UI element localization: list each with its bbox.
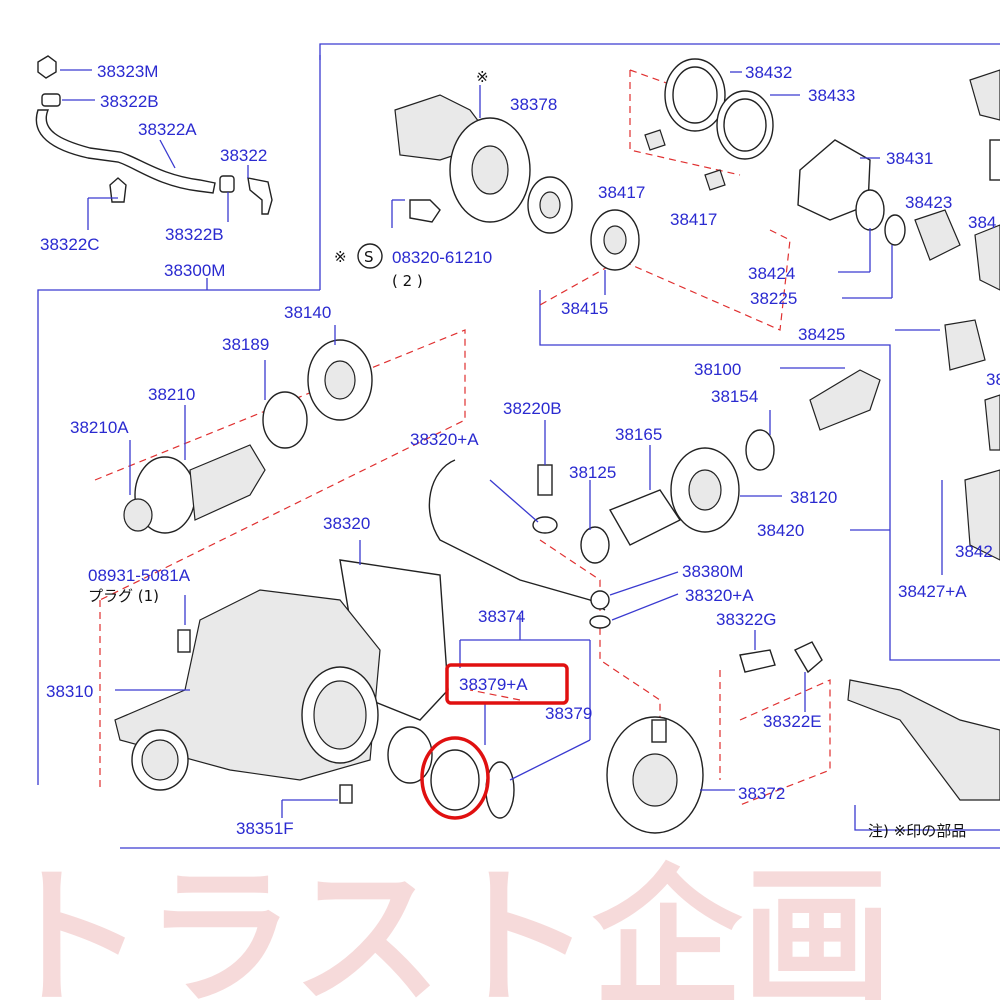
label-3842-edge: 3842 [955, 542, 993, 561]
label-38417-left: 38417 [598, 183, 645, 202]
label-38379A: 38379+A [459, 675, 528, 694]
label-38372: 38372 [738, 784, 785, 803]
plug-label: プラグ (1) [88, 587, 159, 605]
label-38432: 38432 [745, 63, 792, 82]
label-08931-5081A: 08931-5081A [88, 566, 191, 585]
label-38100: 38100 [694, 360, 741, 379]
label-38374: 38374 [478, 607, 525, 626]
side-flange-right [606, 630, 1000, 834]
label-38417-right: 38417 [670, 210, 717, 229]
bolt-circle-letter: S [364, 248, 374, 266]
label-38380M: 38380M [682, 562, 743, 581]
assembly-dash-lines [94, 69, 831, 806]
label-38423: 38423 [905, 193, 952, 212]
watermark: トラスト企画 [0, 852, 892, 1000]
label-38154: 38154 [711, 387, 758, 406]
label-38220B: 38220B [503, 399, 562, 418]
label-38322G: 38322G [716, 610, 777, 629]
label-38189: 38189 [222, 335, 269, 354]
label-38351F: 38351F [236, 819, 294, 838]
label-38322: 38322 [220, 146, 267, 165]
label-38210A: 38210A [70, 418, 129, 437]
label-08320-61210: 08320-61210 [392, 248, 492, 267]
label-38322C: 38322C [40, 235, 100, 254]
asterisk-mark-bolt: ※ [334, 248, 347, 266]
label-38120: 38120 [790, 488, 837, 507]
label-384-edge: 384 [968, 213, 996, 232]
label-38322A: 38322A [138, 120, 197, 139]
bolt-circle-icon [357, 243, 383, 269]
part-labels: 38323M 38322B 38322A 38322 38322C 38322B… [40, 62, 1000, 840]
label-38300M: 38300M [164, 261, 225, 280]
label-38322E: 38322E [763, 712, 822, 731]
label-38427A: 38427+A [898, 582, 967, 601]
highlight-group [420, 663, 569, 820]
oil-seal-parts [430, 615, 591, 819]
label-38420: 38420 [757, 521, 804, 540]
bolt-quantity: ( 2 ) [392, 272, 423, 290]
highlight-label-box [445, 663, 569, 705]
watermark-text: トラスト企画 [0, 852, 892, 1000]
label-38165: 38165 [615, 425, 662, 444]
label-38140: 38140 [284, 303, 331, 322]
label-38322B-lower: 38322B [165, 225, 224, 244]
label-38424: 38424 [748, 264, 795, 283]
label-38-edge: 38 [986, 370, 1000, 389]
label-38210: 38210 [148, 385, 195, 404]
group-frame-lines [37, 43, 1000, 849]
highlight-part-circle [420, 736, 490, 820]
label-38323M: 38323M [97, 62, 158, 81]
label-38320A-mid: 38320+A [685, 586, 754, 605]
label-38425: 38425 [798, 325, 845, 344]
footnote: 注) ※印の部品 [868, 822, 966, 840]
diff-housing [114, 540, 449, 818]
label-38320A-top: 38320+A [410, 430, 479, 449]
asterisk-mark-top: ※ [476, 68, 489, 86]
label-38225: 38225 [750, 289, 797, 308]
label-38431: 38431 [886, 149, 933, 168]
breather-hose-parts [35, 55, 273, 230]
side-flange-parts [391, 85, 640, 295]
label-38379: 38379 [545, 704, 592, 723]
pinion-parts [123, 325, 890, 629]
label-38320: 38320 [323, 514, 370, 533]
label-38125: 38125 [569, 463, 616, 482]
clutch-ring-parts [644, 58, 961, 331]
label-38310: 38310 [46, 682, 93, 701]
right-edge-gears [941, 69, 1000, 575]
label-38322B: 38322B [100, 92, 159, 111]
label-38415: 38415 [561, 299, 608, 318]
label-38378: 38378 [510, 95, 557, 114]
label-38433: 38433 [808, 86, 855, 105]
